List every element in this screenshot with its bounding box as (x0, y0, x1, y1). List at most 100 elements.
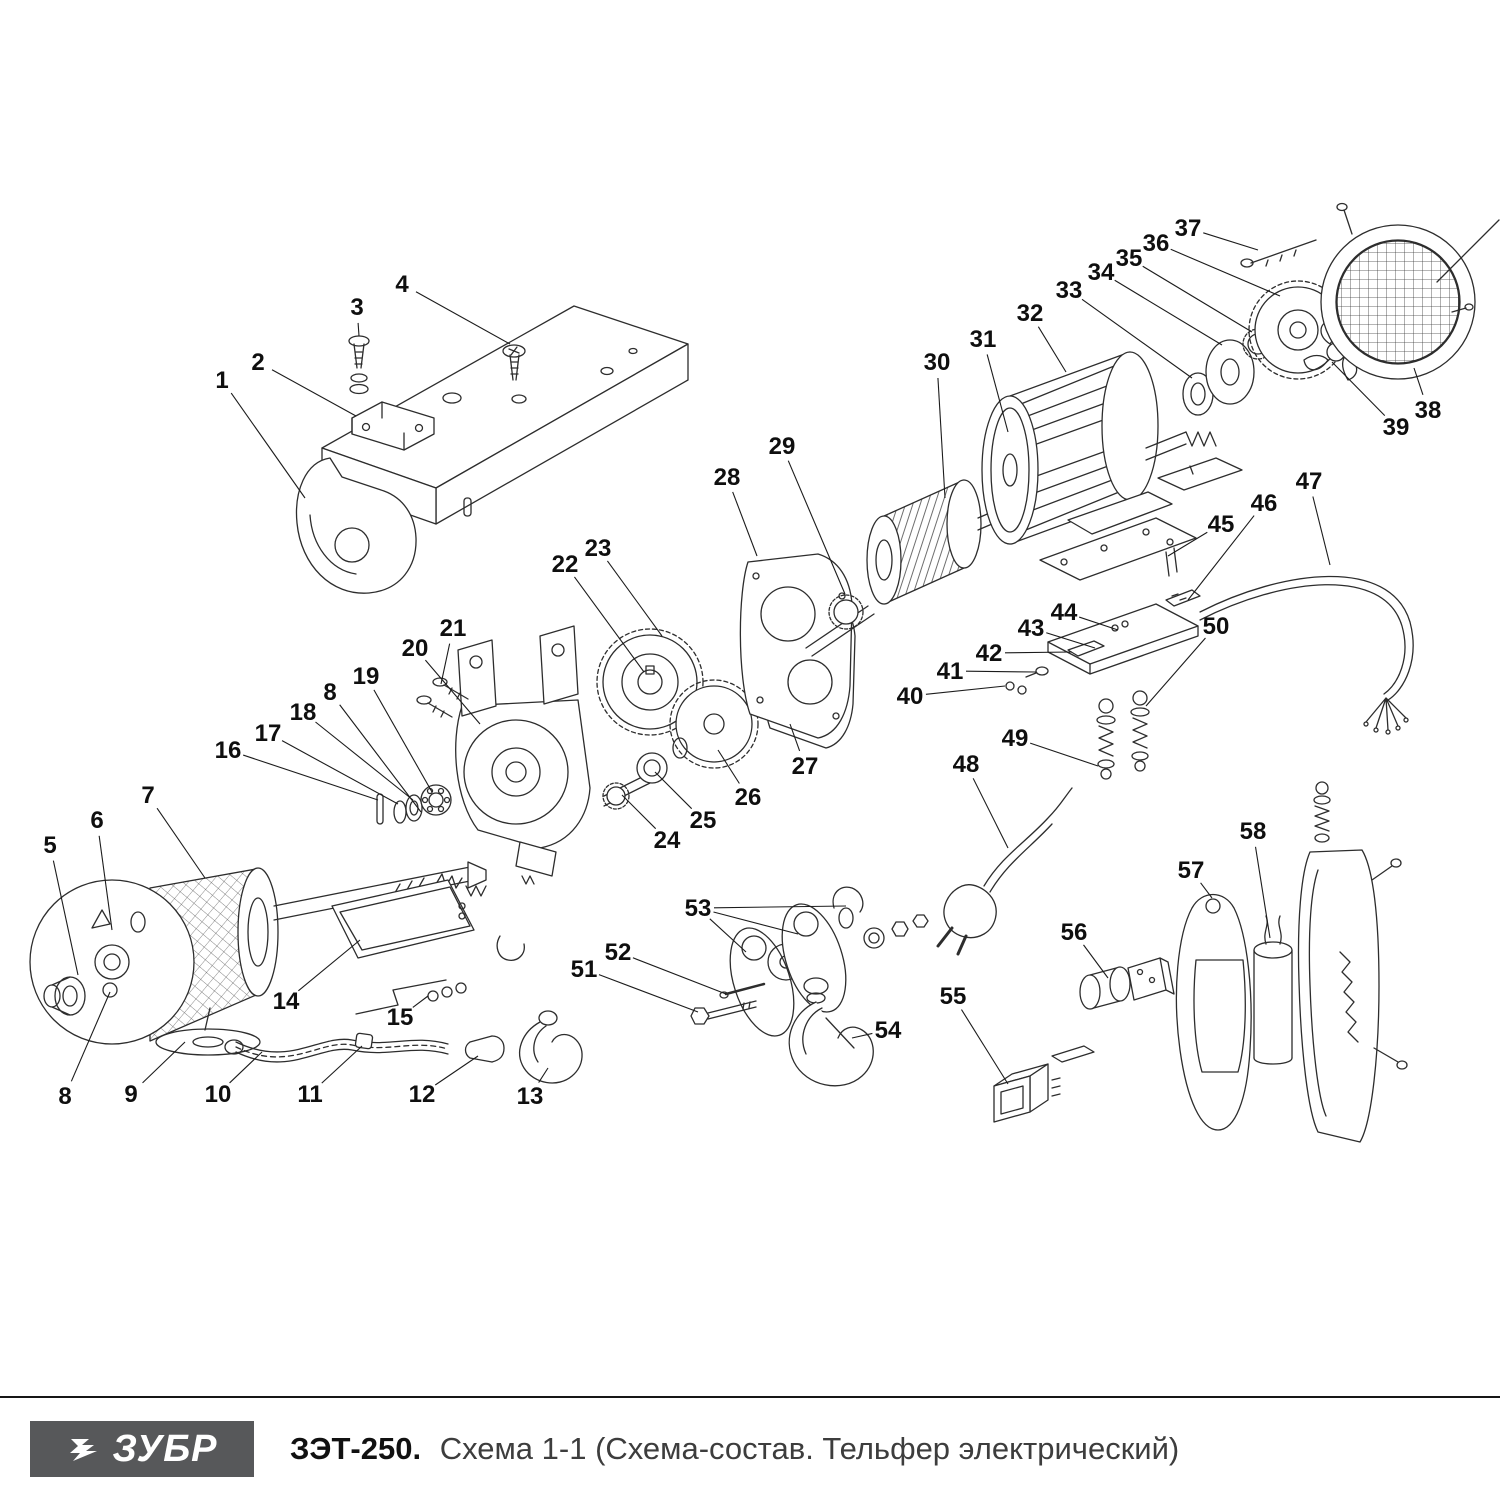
drum-assembly-part (29, 784, 487, 1056)
leader-line-11 (321, 1045, 363, 1084)
load-hook-part (788, 977, 874, 1087)
leader-line-49 (1029, 742, 1099, 767)
gear-cover-part (739, 553, 856, 749)
part-number-53: 53 (685, 895, 712, 922)
part-number-11: 11 (297, 1081, 322, 1108)
part-number-30: 30 (924, 349, 951, 376)
leader-line-5 (52, 860, 79, 976)
leader-line-39 (1331, 361, 1386, 416)
part-number-48: 48 (953, 751, 980, 778)
brush-spring-part (1096, 690, 1150, 780)
model-number: ЗЭТ-250. (290, 1431, 422, 1466)
leader-line-13 (538, 1067, 549, 1083)
leader-line-35 (1142, 265, 1253, 333)
leader-line-7 (156, 807, 206, 879)
part-number-1: 1 (215, 367, 228, 394)
capacitor-unit-part (1079, 957, 1175, 1010)
part-number-22: 22 (552, 551, 579, 578)
leader-line-29 (787, 460, 846, 595)
power-plug-part (936, 787, 1073, 956)
part-number-56: 56 (1061, 919, 1088, 946)
leader-line-51 (598, 974, 699, 1013)
brand-logo: ЗУБР (30, 1421, 254, 1477)
part-number-37: 37 (1175, 215, 1202, 242)
leader-line-36 (1170, 248, 1281, 297)
part-number-43: 43 (1018, 615, 1045, 642)
part-number-5: 5 (43, 832, 56, 859)
part-number-15: 15 (387, 1004, 414, 1031)
leader-line-55 (961, 1009, 1009, 1085)
leader-line-22 (574, 576, 645, 673)
part-number-44: 44 (1051, 599, 1078, 626)
brand-name: ЗУБР (112, 1428, 218, 1470)
motor-endbell-part (1145, 280, 1363, 461)
leader-line-52 (632, 957, 727, 995)
leader-line-41 (965, 670, 1037, 673)
rope-and-hook-part (224, 1010, 583, 1084)
leader-line-28 (732, 491, 758, 557)
leader-line-31 (986, 354, 1009, 433)
part-number-3: 3 (350, 294, 363, 321)
leader-line-21 (440, 643, 451, 685)
leader-line-37 (1203, 232, 1259, 251)
part-number-8: 8 (58, 1083, 71, 1110)
leader-line-2 (271, 369, 357, 417)
leader-line-20 (424, 659, 481, 725)
part-number-9: 9 (124, 1081, 137, 1108)
leader-line-32 (1037, 326, 1067, 373)
rotor-part (805, 479, 1007, 657)
part-number-29: 29 (769, 433, 796, 460)
part-number-36: 36 (1143, 230, 1170, 257)
part-number-58: 58 (1240, 818, 1267, 845)
part-number-7: 7 (141, 782, 154, 809)
leader-line-47 (1312, 496, 1331, 566)
leader-line-53 (709, 918, 747, 953)
part-number-25: 25 (690, 807, 717, 834)
leader-line-10 (229, 1051, 263, 1084)
gearbox-part (416, 625, 759, 877)
part-number-19: 19 (353, 663, 380, 690)
fan-cover-part (1240, 202, 1500, 380)
part-number-26: 26 (735, 784, 762, 811)
mount-plate-part (331, 875, 535, 1015)
leader-line-1 (230, 392, 306, 499)
housing-shell-part (1297, 849, 1408, 1143)
leader-line-17 (281, 740, 399, 805)
part-number-54: 54 (875, 1017, 902, 1044)
trolley-frame-part (295, 305, 689, 594)
leader-line-44 (1079, 616, 1119, 631)
leader-line-34 (1114, 279, 1223, 346)
leader-line-58 (1254, 846, 1271, 939)
leader-line-56 (1083, 944, 1109, 979)
switch-part (993, 1045, 1095, 1123)
diagram-caption: ЗЭТ-250. Схема 1-1 (Схема-состав. Тельфе… (290, 1431, 1179, 1467)
part-number-49: 49 (1002, 725, 1029, 752)
leader-line-12 (434, 1055, 479, 1086)
leader-line-15 (412, 995, 429, 1008)
part-number-47: 47 (1296, 468, 1323, 495)
pendant-control-part (1175, 893, 1252, 1131)
part-number-12: 12 (409, 1081, 436, 1108)
motor-part (981, 351, 1173, 545)
leader-line-9 (142, 1041, 186, 1084)
part-number-41: 41 (937, 658, 964, 685)
leader-line-14 (297, 939, 361, 992)
part-number-38: 38 (1415, 397, 1442, 424)
leader-line-26 (717, 749, 740, 784)
part-number-34: 34 (1088, 259, 1115, 286)
part-number-50: 50 (1203, 613, 1230, 640)
leader-line-57 (1200, 882, 1213, 899)
footer-divider (0, 1396, 1500, 1398)
leader-line-3 (357, 322, 360, 337)
part-number-46: 46 (1251, 490, 1278, 517)
brand-emblem-icon (69, 1439, 97, 1461)
leader-line-6 (98, 835, 113, 931)
part-number-31: 31 (970, 326, 997, 353)
part-number-20: 20 (402, 635, 429, 662)
leader-line-16 (243, 754, 379, 801)
leader-line-43 (1046, 632, 1096, 649)
caption-text: Схема 1-1 (Схема-состав. Тельфер электри… (439, 1431, 1180, 1466)
leader-line-38 (1413, 367, 1424, 395)
leader-line-19 (373, 689, 433, 793)
